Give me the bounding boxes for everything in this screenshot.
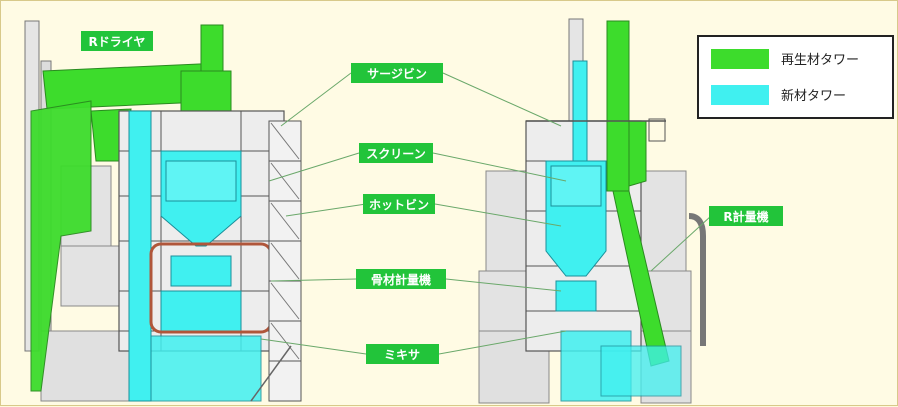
label-r-dryer: Rドライヤ [81,31,153,51]
label-mixer-text: ミキサ [384,348,420,362]
label-aggregate-scale: 骨材計量機 [356,269,446,289]
right-plant [478,18,706,404]
legend-swatch-recycled [711,49,769,69]
label-r-scale: R計量機 [709,206,783,226]
legend-label-recycled: 再生材タワー [781,53,859,68]
label-surge-bin: サージビン [351,63,443,83]
label-r-dryer-text: Rドライヤ [89,35,146,49]
label-screen-text: スクリーン [366,147,425,161]
legend-label-new: 新材タワー [781,88,846,104]
leader-lines [260,72,712,355]
left-plant [24,20,302,402]
label-surge-bin-text: サージビン [367,66,427,81]
label-screen: スクリーン [359,143,433,163]
legend: 再生材タワー 新材タワー [697,35,894,119]
label-aggregate-scale-text: 骨材計量機 [371,272,431,287]
label-r-scale-text: R計量機 [723,209,768,224]
label-hot-bin: ホットビン [363,194,435,214]
label-mixer: ミキサ [366,344,439,364]
label-hot-bin-text: ホットビン [369,197,429,212]
legend-swatch-new [711,85,769,105]
